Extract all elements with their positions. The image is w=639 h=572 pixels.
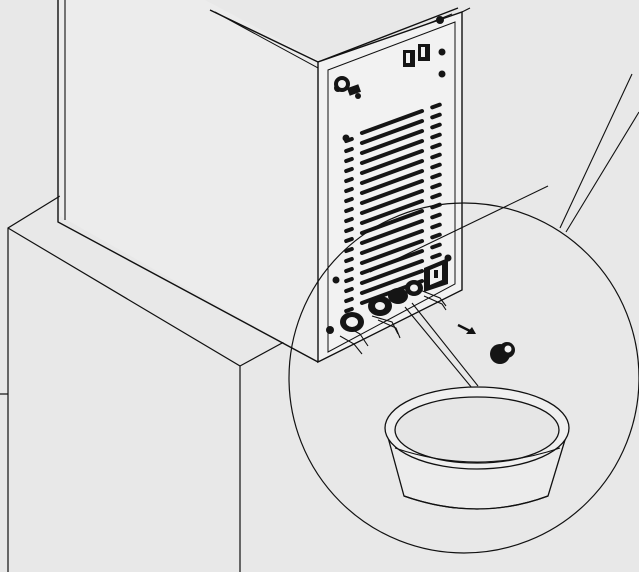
vent-slot bbox=[359, 109, 425, 135]
vent-slot bbox=[359, 169, 425, 195]
vent-slot bbox=[359, 259, 425, 285]
bottom-connectors bbox=[339, 280, 447, 355]
vent-slot bbox=[344, 206, 354, 214]
vent-slot bbox=[430, 182, 442, 190]
machine-body bbox=[57, 0, 459, 363]
vent-slot bbox=[430, 122, 442, 130]
vent-slot bbox=[359, 149, 425, 175]
vent-slot bbox=[359, 189, 425, 215]
vent-slot bbox=[430, 222, 442, 230]
vent-slot bbox=[430, 142, 442, 150]
vent-slot bbox=[359, 139, 425, 165]
vent-slot bbox=[430, 252, 442, 260]
collection-bowl bbox=[384, 386, 570, 510]
vent-slot bbox=[430, 132, 442, 140]
zoom-callout-circle bbox=[288, 202, 639, 554]
vent-slot bbox=[359, 249, 425, 275]
vent-slot bbox=[344, 306, 354, 314]
vent-slot bbox=[430, 212, 442, 220]
vent-slot bbox=[344, 236, 354, 244]
vent-slot bbox=[359, 179, 425, 205]
vent-slot bbox=[359, 199, 425, 225]
vent-slot bbox=[430, 232, 442, 240]
vent-slot bbox=[344, 216, 354, 224]
vent-slot bbox=[359, 269, 425, 295]
vent-slot bbox=[430, 112, 442, 120]
vent-slot bbox=[359, 209, 425, 235]
rocker-switches bbox=[403, 44, 430, 67]
pointer-lines bbox=[369, 73, 639, 389]
vent-slot bbox=[359, 159, 425, 185]
vent-slot bbox=[344, 166, 354, 174]
top-connector bbox=[334, 76, 362, 99]
vent-slot bbox=[344, 296, 354, 304]
vent-slot bbox=[430, 102, 442, 110]
vent-slot bbox=[430, 162, 442, 170]
vent-slot bbox=[359, 219, 425, 245]
vent-slot bbox=[359, 229, 425, 255]
vent-slot bbox=[430, 172, 442, 180]
vent-slot bbox=[359, 119, 425, 145]
vent-slot bbox=[344, 226, 354, 234]
vent-slot bbox=[344, 256, 354, 264]
vent-slot bbox=[344, 186, 354, 194]
vent-slot bbox=[430, 242, 442, 250]
vent-slot bbox=[430, 192, 442, 200]
vent-slot bbox=[344, 156, 354, 164]
vent-slot bbox=[359, 129, 425, 155]
drain-plug bbox=[490, 342, 515, 364]
power-socket bbox=[424, 258, 448, 292]
vent-slot bbox=[344, 176, 354, 184]
vent-slot bbox=[344, 136, 354, 144]
vent-slot bbox=[430, 152, 442, 160]
vent-slot bbox=[344, 246, 354, 254]
vent-slot bbox=[344, 286, 354, 294]
vent-slot bbox=[344, 266, 354, 274]
vent-slot bbox=[344, 196, 354, 204]
vent-slot bbox=[344, 146, 354, 154]
vent-slot bbox=[344, 276, 354, 284]
arrow-icon bbox=[457, 323, 476, 335]
vent-slot bbox=[359, 239, 425, 265]
